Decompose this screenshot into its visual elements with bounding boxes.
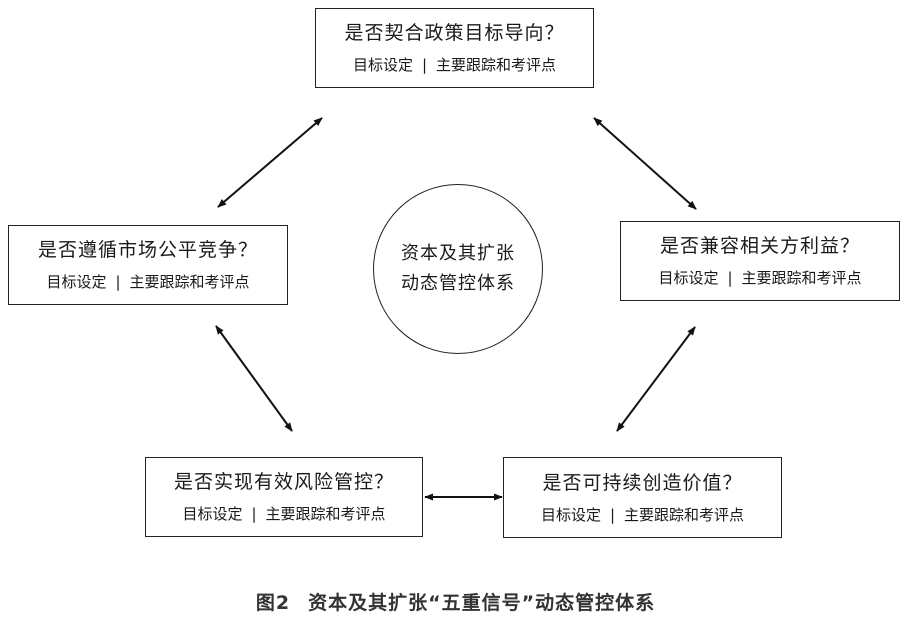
box-question: 是否契合政策目标导向？ <box>344 22 565 44</box>
goal-label: 目标设定 <box>540 505 601 524</box>
separator: | <box>251 505 257 523</box>
goal-label: 目标设定 <box>352 56 413 74</box>
separator: | <box>727 269 733 287</box>
arrow-left-bottom <box>215 325 293 432</box>
box-subline: 目标设定 | 主要跟踪和考评点 <box>353 54 556 76</box>
track-label: 主要跟踪和考评点 <box>624 505 745 524</box>
box-subline: 目标设定 | 主要跟踪和考评点 <box>541 504 744 526</box>
caption-title: 资本及其扩张“五重信号”动态管控体系 <box>308 592 656 614</box>
goal-label: 目标设定 <box>46 273 107 291</box>
center-line-2: 动态管控体系 <box>401 273 515 294</box>
box-question: 是否兼容相关方利益？ <box>659 235 860 257</box>
track-label: 主要跟踪和考评点 <box>129 273 250 291</box>
arrow-top-right <box>593 117 697 210</box>
arrow-top-left <box>217 117 323 208</box>
box-stakeholders: 是否兼容相关方利益？ 目标设定 | 主要跟踪和考评点 <box>620 221 900 301</box>
goal-label: 目标设定 <box>182 505 243 523</box>
separator: | <box>609 505 616 524</box>
box-competition: 是否遵循市场公平竞争？ 目标设定 | 主要跟踪和考评点 <box>8 225 288 305</box>
track-label: 主要跟踪和考评点 <box>436 56 557 74</box>
center-line-1: 资本及其扩张 <box>401 243 515 264</box>
box-subline: 目标设定 | 主要跟踪和考评点 <box>46 271 249 293</box>
track-label: 主要跟踪和考评点 <box>265 505 386 523</box>
separator: | <box>115 273 121 291</box>
box-risk: 是否实现有效风险管控？ 目标设定 | 主要跟踪和考评点 <box>145 457 423 537</box>
box-policy: 是否契合政策目标导向？ 目标设定 | 主要跟踪和考评点 <box>315 8 594 88</box>
box-question: 是否遵循市场公平竞争？ <box>37 239 258 261</box>
box-question: 是否可持续创造价值？ <box>542 471 743 494</box>
track-label: 主要跟踪和考评点 <box>741 269 862 287</box>
box-value: 是否可持续创造价值？ 目标设定 | 主要跟踪和考评点 <box>503 457 782 538</box>
goal-label: 目标设定 <box>658 269 719 287</box>
box-subline: 目标设定 | 主要跟踪和考评点 <box>182 503 385 525</box>
separator: | <box>421 56 428 74</box>
arrow-right-bottom <box>616 326 696 432</box>
box-question: 是否实现有效风险管控？ <box>173 471 394 493</box>
center-circle: 资本及其扩张 动态管控体系 <box>373 184 543 354</box>
caption-number: 图2 <box>255 592 291 614</box>
box-subline: 目标设定 | 主要跟踪和考评点 <box>658 267 861 289</box>
figure-caption: 图2 资本及其扩张“五重信号”动态管控体系 <box>0 588 911 615</box>
